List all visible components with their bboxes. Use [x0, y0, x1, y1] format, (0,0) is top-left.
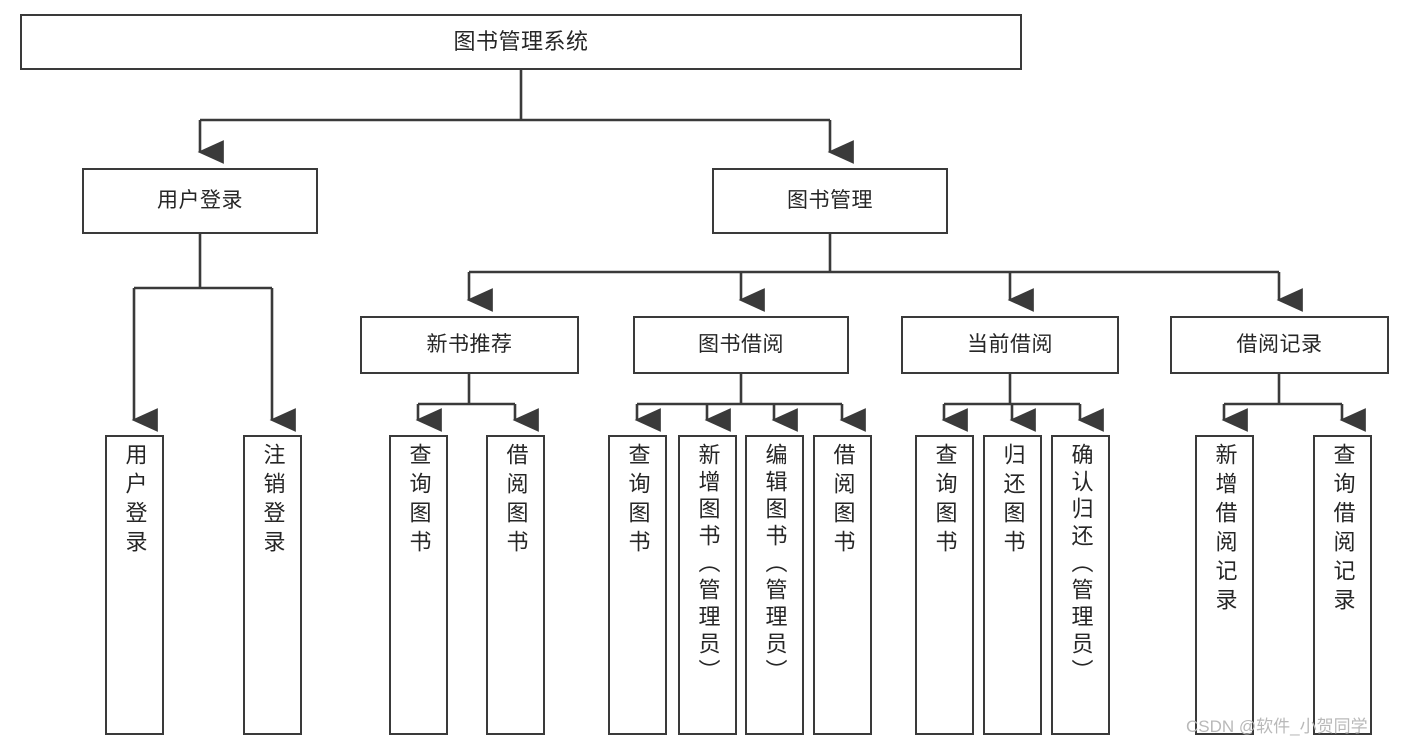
node-leaf-query-book-1[interactable]: 查询图书 [389, 435, 448, 735]
node-leaf-return-book[interactable]: 归还图书 [983, 435, 1042, 735]
node-leaf-add-book-label: 新增图书（管理员） [695, 443, 721, 686]
node-leaf-add-book[interactable]: 新增图书（管理员） [678, 435, 737, 735]
node-root-label: 图书管理系统 [453, 29, 589, 55]
node-leaf-query-book-2[interactable]: 查询图书 [608, 435, 667, 735]
node-leaf-confirm-return[interactable]: 确认归还（管理员） [1051, 435, 1110, 735]
node-leaf-borrow-book-2[interactable]: 借阅图书 [813, 435, 872, 735]
watermark: CSDN @软件_小贺同学 [1186, 717, 1368, 736]
node-leaf-add-record-label: 新增借阅记录 [1212, 443, 1238, 617]
node-leaf-query-book-2-label: 查询图书 [625, 443, 651, 559]
node-borrow-record[interactable]: 借阅记录 [1170, 316, 1389, 374]
node-leaf-return-book-label: 归还图书 [1000, 443, 1026, 559]
node-leaf-borrow-book-1-label: 借阅图书 [503, 443, 529, 559]
node-leaf-query-book-3-label: 查询图书 [932, 443, 958, 559]
node-book-management-label: 图书管理 [787, 188, 873, 212]
node-leaf-confirm-return-label: 确认归还（管理员） [1068, 443, 1094, 686]
node-leaf-query-record-label: 查询借阅记录 [1330, 443, 1356, 617]
node-leaf-user-login-label: 用户登录 [122, 443, 148, 559]
node-leaf-query-book-3[interactable]: 查询图书 [915, 435, 974, 735]
node-current-borrow-label: 当前借阅 [967, 332, 1053, 356]
node-book-borrow-label: 图书借阅 [698, 332, 784, 356]
node-leaf-add-record[interactable]: 新增借阅记录 [1195, 435, 1254, 735]
node-current-borrow[interactable]: 当前借阅 [901, 316, 1119, 374]
node-book-management[interactable]: 图书管理 [712, 168, 948, 234]
node-leaf-query-book-1-label: 查询图书 [406, 443, 432, 559]
node-leaf-edit-book-label: 编辑图书（管理员） [762, 443, 788, 686]
node-leaf-edit-book[interactable]: 编辑图书（管理员） [745, 435, 804, 735]
node-leaf-logout[interactable]: 注销登录 [243, 435, 302, 735]
node-borrow-record-label: 借阅记录 [1236, 332, 1323, 356]
node-leaf-user-login[interactable]: 用户登录 [105, 435, 164, 735]
node-user-login[interactable]: 用户登录 [82, 168, 318, 234]
node-root[interactable]: 图书管理系统 [20, 14, 1022, 70]
node-leaf-query-record[interactable]: 查询借阅记录 [1313, 435, 1372, 735]
node-user-login-label: 用户登录 [157, 188, 243, 212]
node-leaf-borrow-book-2-label: 借阅图书 [830, 443, 856, 559]
node-book-borrow[interactable]: 图书借阅 [633, 316, 849, 374]
node-leaf-logout-label: 注销登录 [260, 443, 286, 559]
node-new-book-recommend-label: 新书推荐 [426, 332, 513, 356]
node-new-book-recommend[interactable]: 新书推荐 [360, 316, 579, 374]
node-leaf-borrow-book-1[interactable]: 借阅图书 [486, 435, 545, 735]
